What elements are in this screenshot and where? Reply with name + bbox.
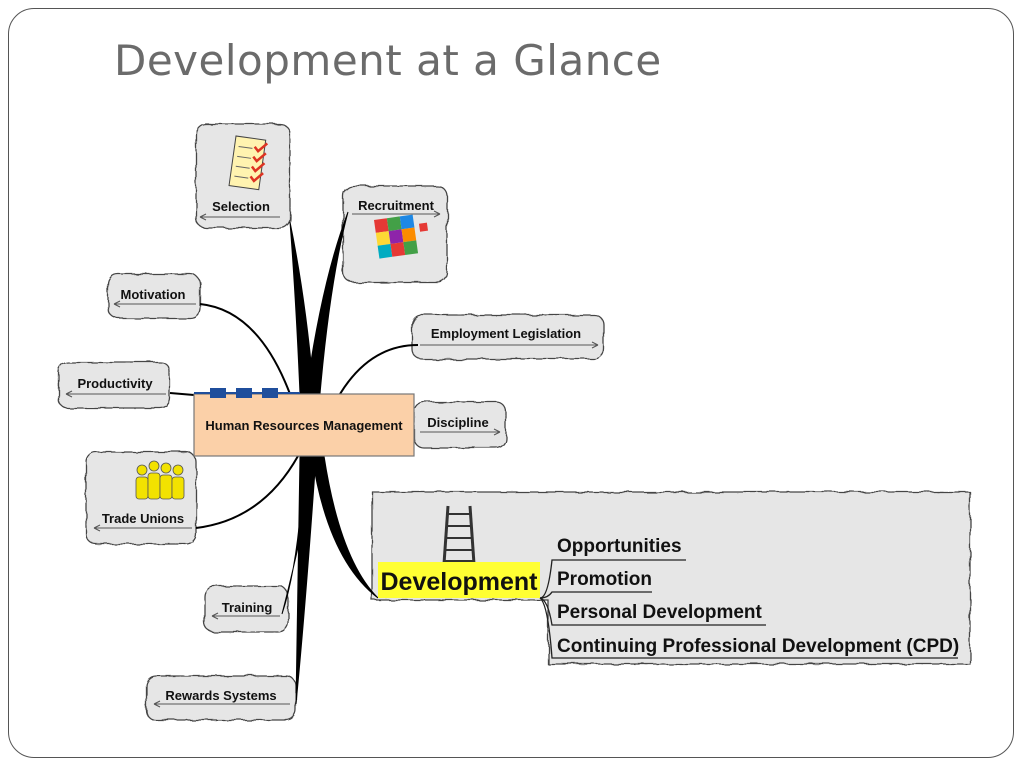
development-cloud	[371, 491, 971, 665]
training-label: Training	[222, 600, 273, 615]
productivity-label: Productivity	[77, 376, 153, 391]
hrm-label: Human Resources Management	[205, 418, 403, 433]
slide-title: Development at a Glance	[114, 36, 662, 85]
motivation-cloud	[107, 273, 201, 319]
development-highlight	[378, 562, 540, 598]
puzzle-icon	[374, 214, 428, 259]
branch-productivity	[169, 392, 195, 396]
branch-development	[311, 455, 379, 599]
trade-unions-label: Trade Unions	[102, 511, 184, 526]
branch-motivation	[199, 303, 291, 395]
branch-recruitment	[305, 211, 349, 395]
branch-training	[281, 455, 319, 615]
dev-item-promotion: Promotion	[557, 569, 652, 590]
dev-item-personal-development: Personal Development	[557, 602, 763, 623]
branch-selection	[289, 221, 315, 395]
checklist-icon	[228, 135, 269, 191]
dev-item-opportunities: Opportunities	[557, 536, 682, 557]
dev-item-cpd: Continuing Professional Development (CPD…	[557, 636, 959, 657]
motivation-label: Motivation	[121, 287, 186, 302]
recruitment-label: Recruitment	[358, 198, 435, 213]
people-group-icon	[135, 460, 185, 500]
discipline-label: Discipline	[427, 415, 488, 430]
selection-label: Selection	[212, 199, 270, 214]
rewards-systems-label: Rewards Systems	[165, 688, 276, 703]
ladder-icon	[442, 505, 476, 565]
employment-legislation-label: Employment Legislation	[431, 326, 581, 341]
hrm-node	[193, 393, 415, 457]
productivity-cloud	[57, 361, 171, 409]
development-label: Development	[381, 568, 539, 596]
branch-employment	[339, 344, 419, 395]
employment-legislation-cloud	[411, 314, 605, 360]
branch-trade-unions	[195, 455, 299, 529]
training-cloud	[203, 585, 289, 633]
